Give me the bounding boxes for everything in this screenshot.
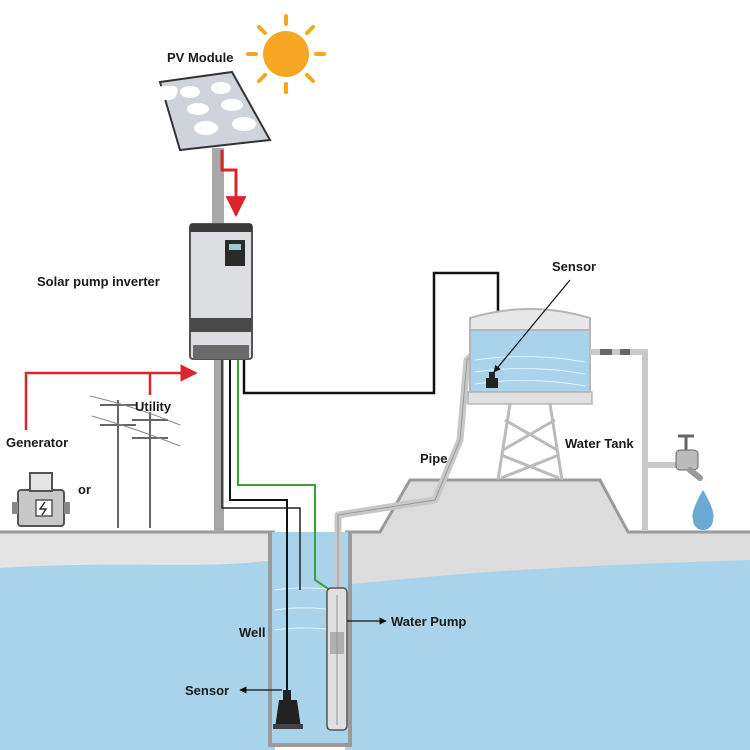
generator-label: Generator (6, 435, 68, 450)
well-sensor-cable (229, 360, 288, 690)
tank-float-sensor-icon (486, 372, 498, 388)
water-drop-icon (692, 490, 714, 530)
pipe-label: Pipe (420, 451, 447, 466)
float-sensor-icon (273, 690, 303, 729)
ground-area (0, 478, 750, 750)
pole-lower (214, 360, 224, 532)
panel-power-wire (220, 150, 247, 218)
water-pump-label: Water Pump (391, 614, 466, 629)
or-label: or (78, 482, 91, 497)
pv-module-label: PV Module (167, 50, 233, 65)
tank-sensor-cable (242, 271, 500, 395)
well-sensor-label: Sensor (185, 683, 229, 698)
generator-icon (12, 472, 70, 527)
pump-power-cable (221, 360, 301, 590)
faucet-icon (675, 434, 703, 481)
utility-label: Utility (135, 399, 172, 414)
ac-input-wire (24, 364, 198, 430)
well-label: Well (239, 625, 266, 640)
inverter-icon (189, 223, 253, 360)
sun-icon (246, 14, 326, 94)
utility-tower-icon (89, 395, 181, 528)
water-tank-label: Water Tank (565, 436, 634, 451)
solar-panel-icon (154, 70, 272, 152)
tank-sensor-leader (493, 279, 571, 373)
water-tank (467, 308, 593, 481)
ground-wire (237, 360, 331, 591)
tank-sensor-label: Sensor (552, 259, 596, 274)
inverter-label: Solar pump inverter (37, 274, 160, 289)
submersible-pump-icon (326, 587, 348, 731)
